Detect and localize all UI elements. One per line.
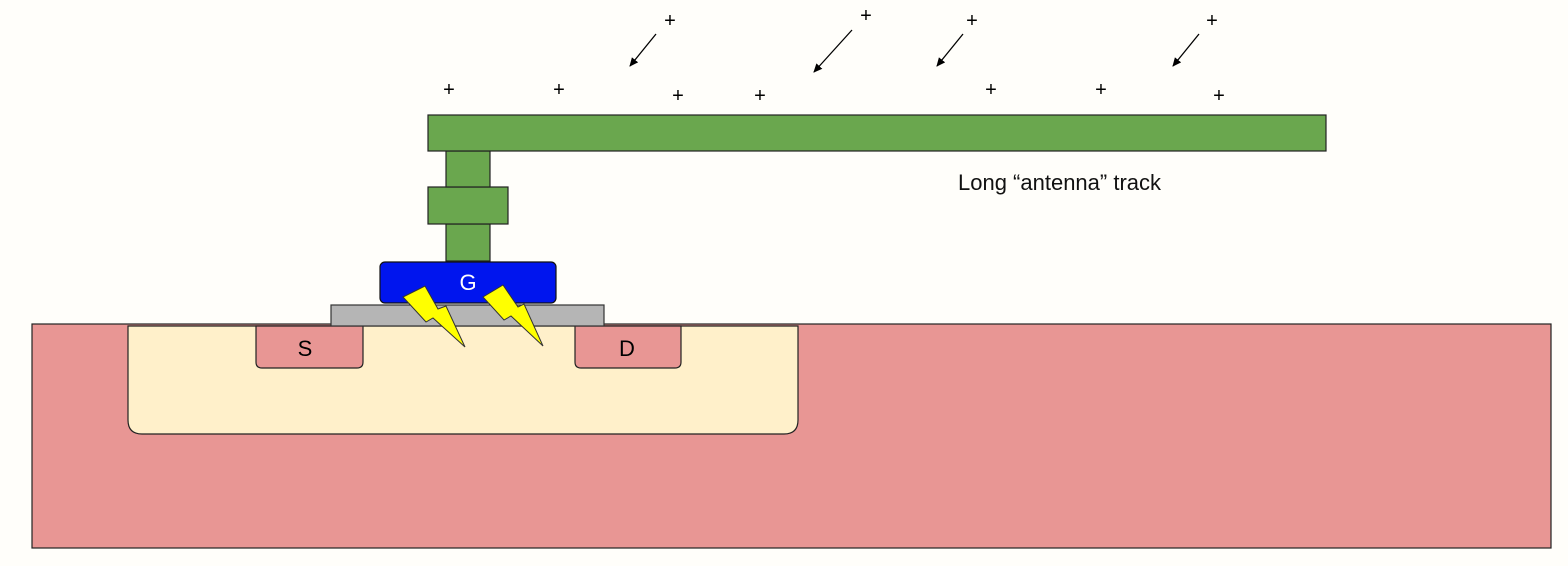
charge-symbol: + [672, 85, 684, 107]
source-label: S [298, 336, 313, 361]
charge-symbol: + [985, 79, 997, 101]
charge-symbol: + [966, 10, 978, 32]
arrow-down-left-icon [1172, 33, 1200, 67]
drain-label: D [619, 336, 635, 361]
charge-symbol: + [553, 79, 565, 101]
charge-symbol: + [664, 10, 676, 32]
gate-label: G [459, 270, 476, 295]
arrow-down-left-icon [813, 29, 853, 73]
charge-symbol: + [1095, 79, 1107, 101]
source-diffusion [255, 325, 364, 369]
drain-diffusion [574, 325, 682, 369]
metal-pad [427, 186, 509, 225]
via-lower [445, 223, 491, 262]
arrow-down-left-icon [629, 33, 657, 67]
charge-symbol: + [443, 79, 455, 101]
charge-symbol: + [860, 5, 872, 27]
lightning-bolt-icon [482, 284, 544, 347]
antenna-track [427, 114, 1327, 152]
antenna-caption: Long “antenna” track [958, 170, 1162, 195]
via-upper [445, 150, 491, 188]
arrow-down-left-icon [936, 33, 964, 67]
gate-oxide [330, 304, 605, 327]
charge-symbol: + [754, 85, 766, 107]
charge-symbol: + [1213, 85, 1225, 107]
lightning-bolt-icon [402, 285, 466, 348]
charge-symbol: + [1206, 10, 1218, 32]
